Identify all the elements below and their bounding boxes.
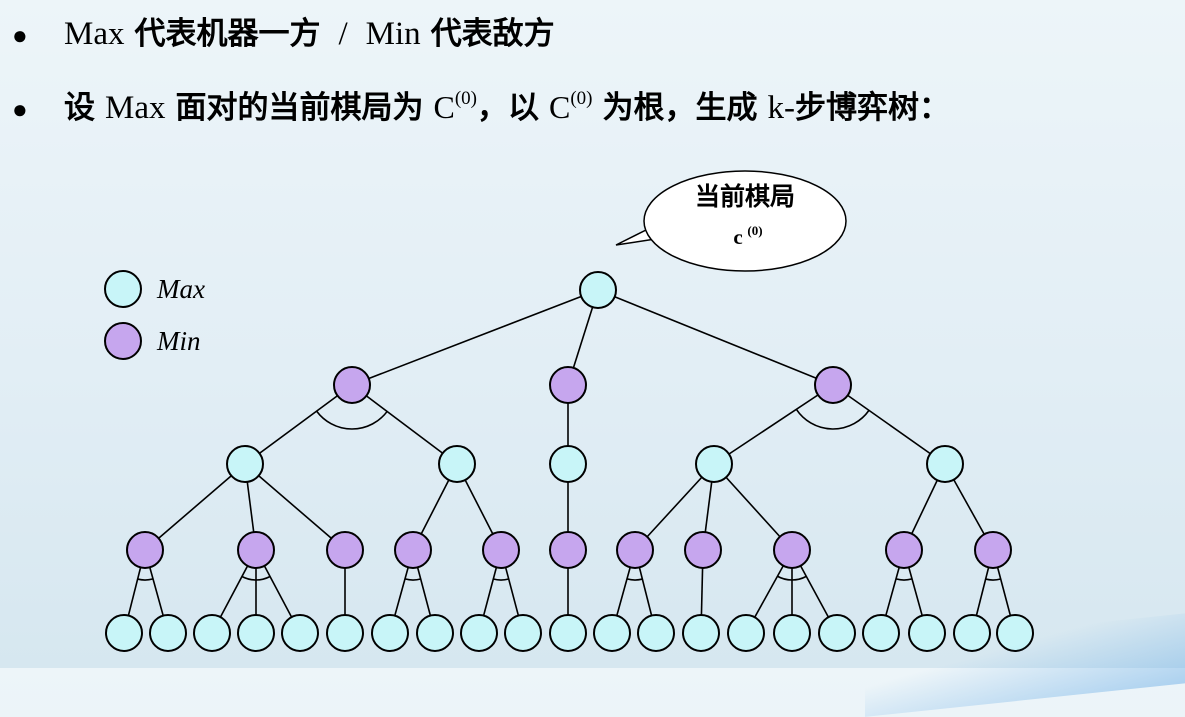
and-arc xyxy=(241,575,271,581)
min-node xyxy=(814,366,852,404)
legend-max-circle-icon xyxy=(104,270,142,308)
min-term: Min xyxy=(365,16,421,52)
max-node xyxy=(593,614,631,652)
min-node xyxy=(885,531,923,569)
k-term: k- xyxy=(767,90,796,126)
and-arc xyxy=(315,410,388,430)
min-node xyxy=(326,531,364,569)
min-node xyxy=(616,531,654,569)
max-node xyxy=(682,614,720,652)
current-board-text: 面对的当前棋局为 xyxy=(175,90,424,126)
callout-title: 当前棋局 xyxy=(695,182,795,211)
max-term: Max xyxy=(105,90,166,126)
max-node xyxy=(371,614,409,652)
legend-min-circle-icon xyxy=(104,322,142,360)
min-node xyxy=(482,531,520,569)
min-node xyxy=(974,531,1012,569)
tree-edge xyxy=(713,384,834,465)
max-node xyxy=(818,614,856,652)
max-node xyxy=(226,445,264,483)
min-node xyxy=(126,531,164,569)
max-node xyxy=(637,614,675,652)
max-node xyxy=(237,614,275,652)
legend: Max Min xyxy=(104,270,205,360)
max-node xyxy=(281,614,319,652)
callout-bubble xyxy=(643,170,847,272)
max-node xyxy=(549,614,587,652)
tree-edge xyxy=(713,463,793,551)
min-node xyxy=(394,531,432,569)
max-node xyxy=(416,614,454,652)
max-description: 代表机器一方 xyxy=(134,16,321,52)
max-node xyxy=(695,445,733,483)
tree-nodes xyxy=(105,271,1034,652)
c0-variable-root: C(0) xyxy=(549,88,593,125)
callout-var-sup: (0) xyxy=(747,223,762,238)
max-node xyxy=(149,614,187,652)
max-node xyxy=(549,445,587,483)
tree-edge xyxy=(244,384,353,465)
and-arc xyxy=(895,578,913,581)
max-term: Max xyxy=(64,16,125,52)
and-arc xyxy=(985,578,1001,581)
game-tree-text: 步博弈树： xyxy=(795,90,950,126)
separator: / xyxy=(338,16,348,52)
callout-var: c xyxy=(733,225,742,249)
max-node xyxy=(926,445,964,483)
max-node xyxy=(105,614,143,652)
legend-max-label: Max xyxy=(156,274,205,304)
tree-edge xyxy=(244,463,346,551)
and-arc xyxy=(137,578,154,581)
min-node xyxy=(549,366,587,404)
tree-edge xyxy=(634,463,715,551)
text-she: 设 xyxy=(64,90,95,126)
and-arc xyxy=(777,575,807,581)
max-node xyxy=(193,614,231,652)
tree-and-arcs xyxy=(137,408,1001,581)
with-text: ，以 xyxy=(477,90,539,126)
and-arc xyxy=(493,578,509,581)
bullet-line-2: ● 设 Max 面对的当前棋局为 C(0) ，以 C(0) 为根，生成 k- 步… xyxy=(12,82,950,127)
and-arc xyxy=(404,578,421,581)
current-board-callout: 当前棋局 c (0) xyxy=(615,170,847,272)
max-node xyxy=(504,614,542,652)
game-tree-diagram: 当前棋局 c (0) Max Min xyxy=(104,170,1034,652)
min-description: 代表敌方 xyxy=(430,16,555,52)
min-node xyxy=(333,366,371,404)
min-node xyxy=(684,531,722,569)
legend-min-label: Min xyxy=(156,326,201,356)
c0-variable: C(0) xyxy=(433,88,478,125)
max-node xyxy=(326,614,364,652)
tree-edge xyxy=(832,384,946,465)
min-node xyxy=(237,531,275,569)
tree-edge xyxy=(597,289,834,386)
max-node xyxy=(438,445,476,483)
min-node xyxy=(549,531,587,569)
tree-edge xyxy=(351,384,458,465)
max-node xyxy=(773,614,811,652)
and-arc xyxy=(626,578,643,581)
bullet-dot-icon: ● xyxy=(12,21,28,50)
max-node xyxy=(727,614,765,652)
min-node xyxy=(773,531,811,569)
max-node xyxy=(579,271,617,309)
bullet-line-1: ● Max 代表机器一方 / Min 代表敌方 xyxy=(12,8,555,53)
max-node xyxy=(460,614,498,652)
tree-edge xyxy=(144,463,246,551)
tree-edge xyxy=(351,289,599,386)
bullet-dot-icon: ● xyxy=(12,95,28,124)
and-arc xyxy=(795,408,870,430)
as-root-text: 为根，生成 xyxy=(602,90,758,126)
